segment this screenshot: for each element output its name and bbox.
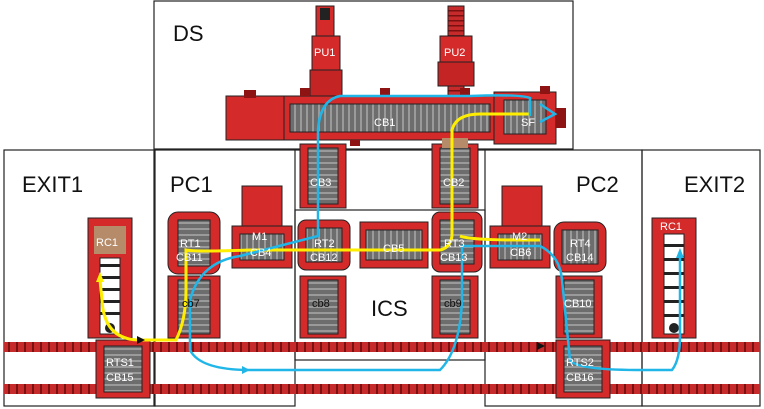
rc1-right-label: RC1 <box>660 221 682 233</box>
exit1-zone-box <box>3 149 156 407</box>
cb2-conveyor <box>431 138 479 209</box>
rt1-turntable <box>167 211 221 275</box>
bottom-rails <box>4 342 760 394</box>
ds-zone-label: DS <box>173 21 204 46</box>
cb9-conveyor <box>431 275 479 339</box>
cb7-label: cb7 <box>182 298 200 310</box>
exit2-zone-box <box>641 149 761 407</box>
cb5-conveyor <box>359 221 429 269</box>
cb8-label: cb8 <box>312 298 330 310</box>
cb14-label: CB14 <box>566 252 594 264</box>
rt2-label: RT2 <box>314 238 335 250</box>
rt1-label: RT1 <box>180 238 201 250</box>
cb8-conveyor <box>299 275 347 339</box>
cb6-label: CB6 <box>510 247 531 259</box>
rts1-label: RTS1 <box>106 357 134 369</box>
cb9-label: cb9 <box>444 298 462 310</box>
rt4-label: RT4 <box>570 238 591 250</box>
ds-zone-box <box>153 0 574 150</box>
yellow-flow-path <box>98 112 540 342</box>
m1-label: M1 <box>252 231 267 243</box>
cb1-conveyor <box>225 88 497 146</box>
upper-rail <box>4 342 760 352</box>
cyan-flow-path <box>188 94 682 372</box>
sf-label: SF <box>521 117 535 129</box>
cb11-label: CB11 <box>176 252 203 264</box>
rt3-label: RT3 <box>444 238 465 250</box>
pu1-label: PU1 <box>314 47 335 59</box>
exit2-zone-label: EXIT2 <box>684 172 745 197</box>
cb3-label: CB3 <box>310 177 331 189</box>
cb12-label: CB12 <box>310 252 338 264</box>
lower-rail <box>4 384 760 394</box>
flow-arrowheads <box>96 248 684 374</box>
m2-label: M2 <box>512 231 527 243</box>
cb4-label: CB4 <box>250 247 271 259</box>
rc1-left-label: RC1 <box>96 237 118 249</box>
cb1-label: CB1 <box>374 117 395 129</box>
rts1-shuttle <box>95 339 151 399</box>
pu2-label: PU2 <box>444 47 465 59</box>
rt3-turntable <box>431 211 483 273</box>
rc1-right-rack <box>651 217 697 339</box>
pc2-zone-label: PC2 <box>576 172 619 197</box>
ics-zone-label: ICS <box>371 296 408 321</box>
cb3-conveyor <box>299 143 347 209</box>
pc1-zone-label: PC1 <box>170 172 213 197</box>
exit1-zone-label: EXIT1 <box>22 172 83 197</box>
cb13-label: CB13 <box>440 252 468 264</box>
rt4-turntable <box>553 221 607 273</box>
zone-boundaries <box>3 0 761 407</box>
pu1-unit <box>309 5 343 97</box>
rc1-left-rack <box>87 217 133 339</box>
rt2-turntable <box>297 219 351 271</box>
cb2-label: CB2 <box>443 177 464 189</box>
m1-machine <box>231 185 293 269</box>
cb15-label: CB15 <box>106 372 134 384</box>
cb5-label: CB5 <box>383 243 404 255</box>
cb16-label: CB16 <box>566 372 594 384</box>
rts2-label: RTS2 <box>566 357 594 369</box>
cb10-label: CB10 <box>564 298 592 310</box>
